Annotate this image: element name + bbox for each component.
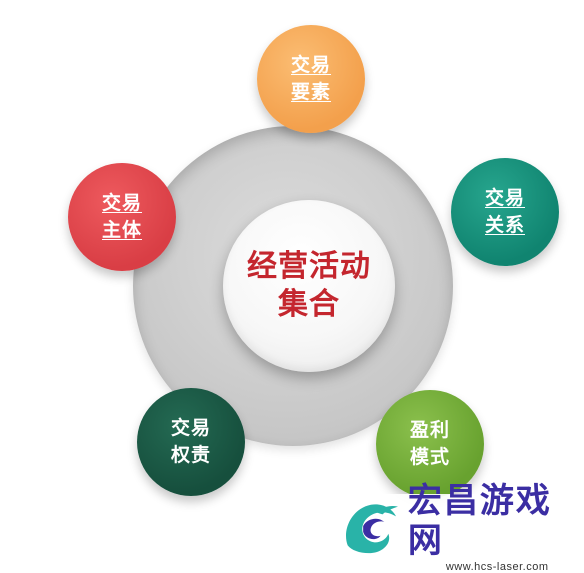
node-transaction-rights[interactable]: 交易 权责	[137, 388, 245, 496]
node-label-line2: 主体	[101, 219, 142, 241]
node-label-line1: 交易	[170, 417, 211, 439]
center-label-line2: 集合	[278, 287, 340, 322]
dragon-logo-icon	[346, 504, 398, 554]
node-transaction-subject[interactable]: 交易 主体	[68, 163, 176, 271]
node-label-line2: 模式	[409, 446, 450, 468]
node-label-line1: 交易	[101, 192, 142, 214]
node-transaction-elements[interactable]: 交易 要素	[257, 25, 365, 133]
node-profit-model[interactable]: 盈利 模式	[376, 390, 484, 498]
node-label-line2: 关系	[484, 214, 525, 236]
node-label-line2: 权责	[170, 444, 211, 466]
node-label-line2: 要素	[290, 81, 331, 103]
node-label-line1: 交易	[484, 187, 525, 209]
watermark: 宏昌游戏网 www.hcs-laser.com	[334, 481, 582, 573]
center-label-line1: 经营活动	[247, 249, 371, 284]
node-label-line1: 盈利	[409, 419, 450, 441]
center-circle: 经营活动 集合	[223, 200, 395, 372]
node-transaction-relations[interactable]: 交易 关系	[451, 158, 559, 266]
watermark-name: 宏昌游戏网	[407, 481, 552, 561]
node-label-line1: 交易	[290, 54, 331, 76]
